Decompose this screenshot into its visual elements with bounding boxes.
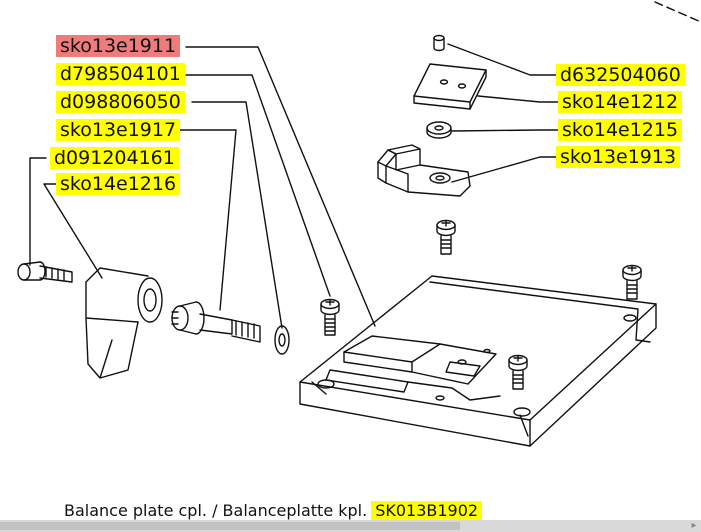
screw-part-middle <box>508 354 528 390</box>
leader-line-sko14e1212 <box>477 95 559 103</box>
drawing-caption: Balance plate cpl. / Balanceplatte kpl.S… <box>64 500 483 522</box>
base-plate-part <box>299 275 657 447</box>
leader-line-d098806050 <box>191 101 283 329</box>
washer-part <box>426 121 452 139</box>
screw-part-right <box>622 264 642 300</box>
part-label-sko14e1216[interactable]: sko14e1216 <box>56 173 181 195</box>
part-label-sko13e1913[interactable]: sko13e1913 <box>556 146 681 168</box>
part-label-sko13e1911[interactable]: sko13e1911 <box>56 35 181 57</box>
leader-line-d091204161 <box>29 157 47 266</box>
leader-line-sko13e1917 <box>177 129 237 311</box>
scrollbar-thumb[interactable] <box>0 522 460 530</box>
screw-part-left <box>320 298 340 336</box>
dashed-boundary-line <box>654 1 701 23</box>
part-label-d091204161[interactable]: d091204161 <box>50 147 179 169</box>
part-label-d798504101[interactable]: d798504101 <box>56 63 185 85</box>
handle-lever-part <box>85 267 163 379</box>
cover-plate-part <box>413 63 487 110</box>
leader-line-sko14e1216 <box>43 183 103 279</box>
clamp-block-part <box>377 144 471 197</box>
horizontal-scrollbar[interactable]: ▸ <box>0 520 701 532</box>
pin-part <box>433 34 445 52</box>
part-label-d098806050[interactable]: d098806050 <box>56 91 185 113</box>
caption-text: Balance plate cpl. / Balanceplatte kpl. <box>64 501 368 520</box>
part-label-sko14e1212[interactable]: sko14e1212 <box>558 91 683 113</box>
assembly-code-label[interactable]: SK013B1902 <box>371 501 483 520</box>
chevron-right-icon[interactable]: ▸ <box>691 520 697 531</box>
cap-screw-part <box>17 261 73 283</box>
spring-washer-part <box>274 325 290 355</box>
leader-line-sko13e1911 <box>185 46 376 327</box>
screw-part-top <box>436 219 456 255</box>
leader-line-sko14e1215 <box>451 129 559 132</box>
leader-line-d798504101 <box>185 74 331 297</box>
part-label-sko13e1917[interactable]: sko13e1917 <box>56 119 181 141</box>
shoulder-bolt-part <box>171 301 261 343</box>
part-label-d632504060[interactable]: d632504060 <box>556 64 685 86</box>
part-label-sko14e1215[interactable]: sko14e1215 <box>558 119 683 141</box>
leader-line-d632504060 <box>447 43 557 76</box>
leader-line-sko13e1913 <box>451 156 557 183</box>
